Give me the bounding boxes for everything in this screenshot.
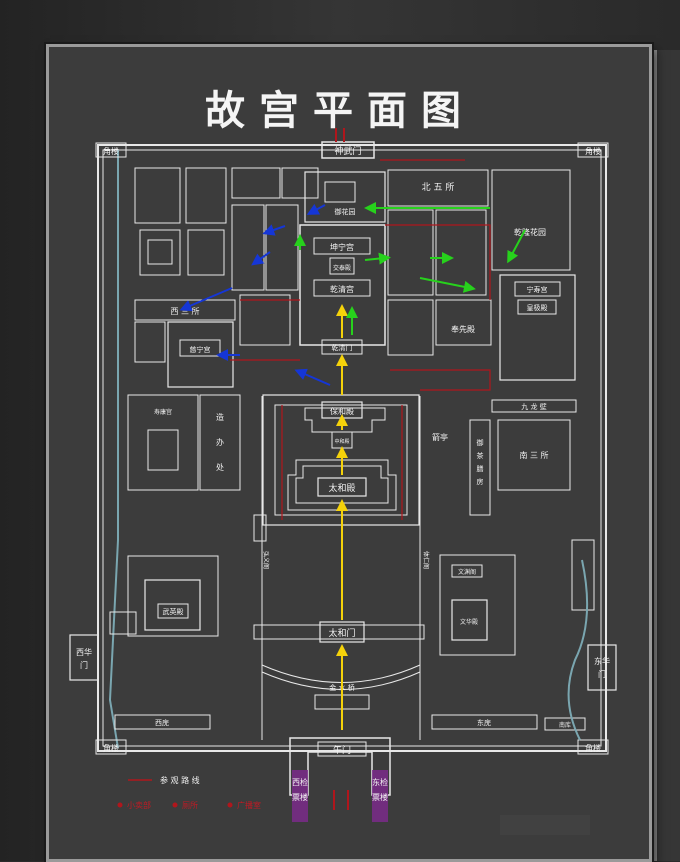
label-fengxiandian: 奉先殿 [451,324,475,334]
label-baohedian: 保和殿 [330,406,354,416]
label-yucha-3: 膳 [477,464,484,473]
label-jiaolou-sw: 角楼 [103,743,119,753]
label-qianqingmen: 乾清门 [332,343,353,352]
northern-blocks: 北 五 所 乾隆花园 [134,167,571,296]
label-nanku: 南库 [559,721,571,729]
label-dongwu: 东庑 [477,718,491,727]
label-taihedian: 太和殿 [328,482,355,494]
ticket-east: 东检 [372,777,388,787]
label-yuhuayuan: 御花园 [335,207,356,216]
label-jiaolou-se: 角楼 [585,743,601,753]
legend-broadcast: 广播室 [237,800,261,810]
label-donghuamen-2: 门 [598,669,606,679]
label-ningshougong: 宁寿宫 [527,285,548,294]
legend-route: 参 观 路 线 [160,775,200,785]
label-hongyimen: 弘义阁 [262,551,270,569]
label-wenyuange: 文渊阁 [458,568,476,576]
inner-court: 御花园 坤宁宫 交泰殿 乾清宫 乾清门 [299,171,386,355]
ticket-west: 西检 [292,777,308,787]
label-taihemen: 太和门 [328,627,355,639]
label-donghuamen: 东华 [594,656,610,666]
label-jiaotaidian: 交泰殿 [333,264,351,272]
label-jiulongbi: 九 龙 壁 [521,402,546,411]
gate-shenwumen: 神武门 [321,128,375,159]
legend-toilet: 厕所 [182,800,198,810]
label-wenhuadian: 文华殿 [460,618,478,626]
arrows-blue [179,203,331,386]
corner-towers: 角楼 角楼 角楼 角楼 [95,142,609,755]
route-lines [230,159,491,520]
label-zaoban-1: 造 [216,412,224,422]
ticket-east-2: 票楼 [372,792,388,802]
label-xihuamen-2: 门 [80,660,88,670]
label-xiwu: 西庑 [155,718,169,727]
label-zaoban-2: 办 [216,437,224,447]
label-jianting: 箭亭 [432,432,448,442]
gate-wumen: 午门 西检 票楼 东检 票楼 [289,737,391,822]
outer-wall [97,144,607,752]
label-jiaolou-ne: 角楼 [585,146,601,156]
label-cininggong: 慈宁宫 [190,345,211,354]
label-shoukanggong: 寿康宫 [154,408,172,416]
label-xihuamen: 西华 [76,647,92,657]
label-zhonghedian: 中和殿 [334,438,349,445]
legend-shop: 小卖部 [127,800,151,810]
neighbor-board [654,50,680,861]
label-yucha-2: 茶 [477,451,484,460]
label-jiaolou-nw: 角楼 [103,146,119,156]
eastern-blocks: 奉先殿 宁寿宫 皇极殿 九 龙 壁 箭亭 御 茶 膳 房 南 三 所 文渊阁 文… [387,274,617,741]
map-title: 故宫平面图 [205,88,475,134]
label-yucha-4: 房 [477,477,484,486]
plaque [500,815,590,835]
label-qianqinggong: 乾清宫 [330,284,354,294]
label-kunninggong: 坤宁宫 [330,242,354,252]
arrows-green [294,202,526,335]
label-wumen: 午门 [333,744,351,756]
label-tirenge: 体仁阁 [422,551,430,569]
ticket-west-2: 票楼 [292,792,308,802]
label-huangjidian: 皇极殿 [527,303,548,312]
label-wuyingdian: 武英殿 [163,607,184,616]
label-beiwusuo: 北 五 所 [422,182,455,193]
label-qianlonghuayuan: 乾隆花园 [514,227,546,237]
label-shenwumen: 神武门 [334,145,361,157]
label-nansansuo: 南 三 所 [519,450,548,460]
legend: 参 观 路 线 小卖部 厕所 广播室 [117,775,261,810]
label-zaoban-3: 处 [216,462,224,472]
label-yucha-1: 御 [477,438,484,447]
